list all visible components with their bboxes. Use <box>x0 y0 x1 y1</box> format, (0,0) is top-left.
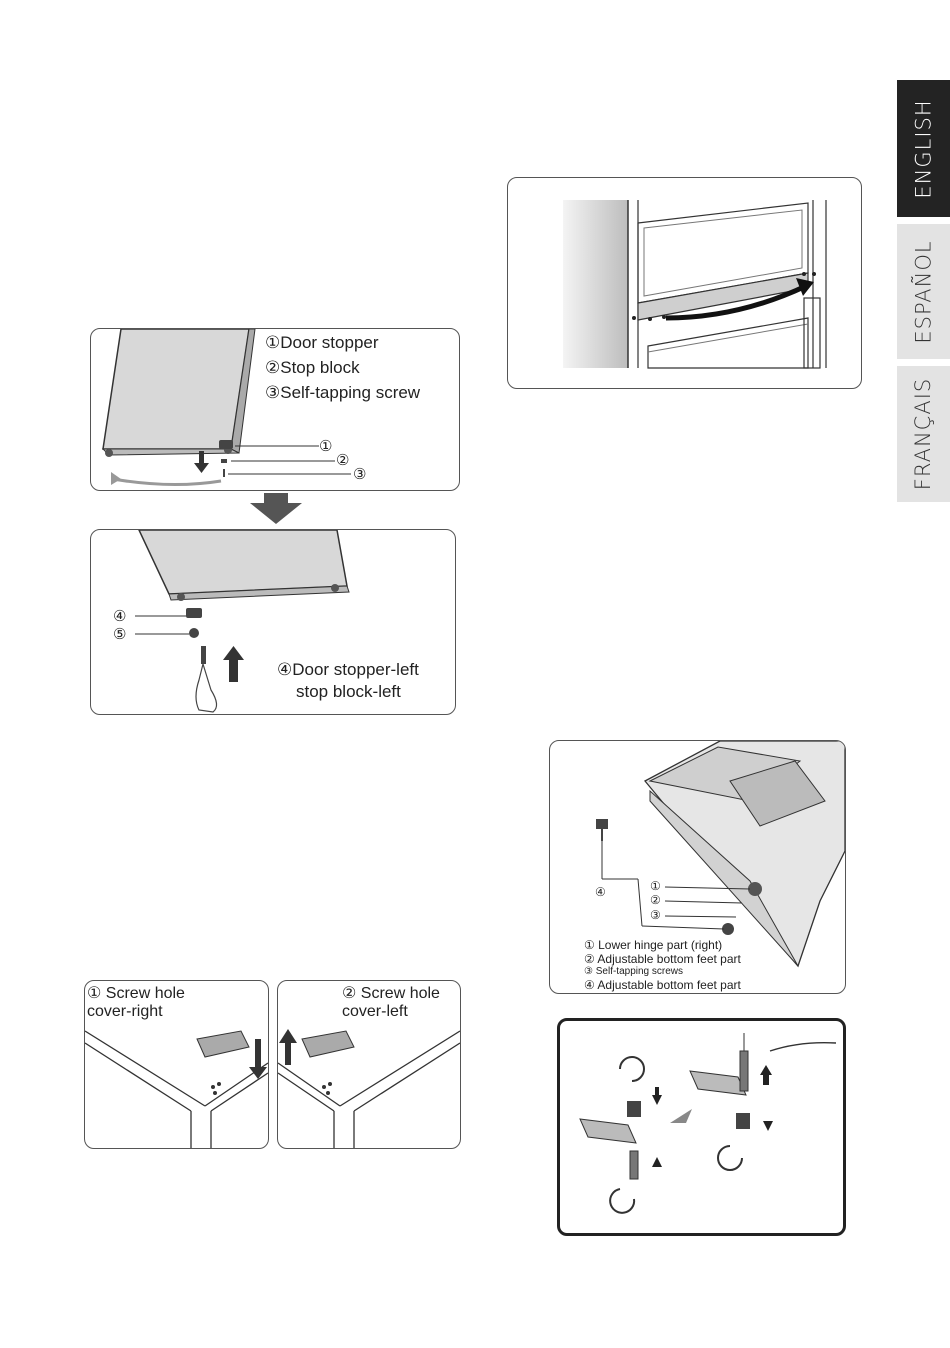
door-stopper-figure: ①Door stopper ②Stop block ③Self-tapping … <box>90 328 460 491</box>
feet-legend-3: ③ Self-tapping screws <box>584 966 683 977</box>
caption-stop-block-left: stop block-left <box>296 682 401 702</box>
tab-francais[interactable]: FRANÇAIS <box>897 366 950 502</box>
feet-callout-4: ④ <box>595 885 606 899</box>
fridge-interior-drawing <box>508 178 861 388</box>
legend-stop-block: ②Stop block <box>265 358 360 378</box>
callout-5: ⑤ <box>113 625 126 643</box>
tab-english-label: ENGLISH <box>912 99 936 198</box>
callout-1: ① <box>319 437 332 455</box>
tab-espanol[interactable]: ESPAÑOL <box>897 224 950 359</box>
legend-self-tapping-screw: ③Self-tapping screw <box>265 383 420 403</box>
feet-callout-3: ③ <box>650 908 661 922</box>
feet-legend-1: ① Lower hinge part (right) <box>584 938 722 952</box>
fridge-interior-figure <box>507 177 862 389</box>
hinge-swap-figure <box>557 1018 846 1236</box>
cover-left-subtitle: cover-left <box>342 1003 408 1021</box>
screw-hole-cover-left-figure: ② Screw hole cover-left <box>277 980 461 1149</box>
feet-legend-4: ④ Adjustable bottom feet part <box>584 978 741 992</box>
legend-door-stopper: ①Door stopper <box>265 333 379 353</box>
cover-right-subtitle: cover-right <box>87 1003 163 1021</box>
door-drawing <box>91 329 459 490</box>
tab-espanol-label: ESPAÑOL <box>912 240 936 343</box>
bottom-feet-figure: ① ② ③ ④ ① Lower hinge part (right) ② Adj… <box>549 740 846 994</box>
hinge-swap-drawing <box>560 1021 843 1233</box>
cover-left-title: ② Screw hole <box>342 983 440 1003</box>
door-stopper-left-figure: ④ ⑤ ④Door stopper-left stop block-left <box>90 529 456 715</box>
callout-4: ④ <box>113 607 126 625</box>
screw-hole-cover-right-figure: ① Screw hole cover-right <box>84 980 269 1149</box>
tab-francais-label: FRANÇAIS <box>912 378 936 490</box>
cover-right-title: ① Screw hole <box>87 983 185 1003</box>
caption-door-stopper-left: ④Door stopper-left <box>277 660 419 680</box>
feet-callout-2: ② <box>650 893 661 907</box>
feet-callout-1: ① <box>650 879 661 893</box>
tab-english[interactable]: ENGLISH <box>897 80 950 217</box>
callout-3: ③ <box>353 465 366 483</box>
callout-2: ② <box>336 451 349 469</box>
feet-legend-2: ② Adjustable bottom feet part <box>584 952 741 966</box>
